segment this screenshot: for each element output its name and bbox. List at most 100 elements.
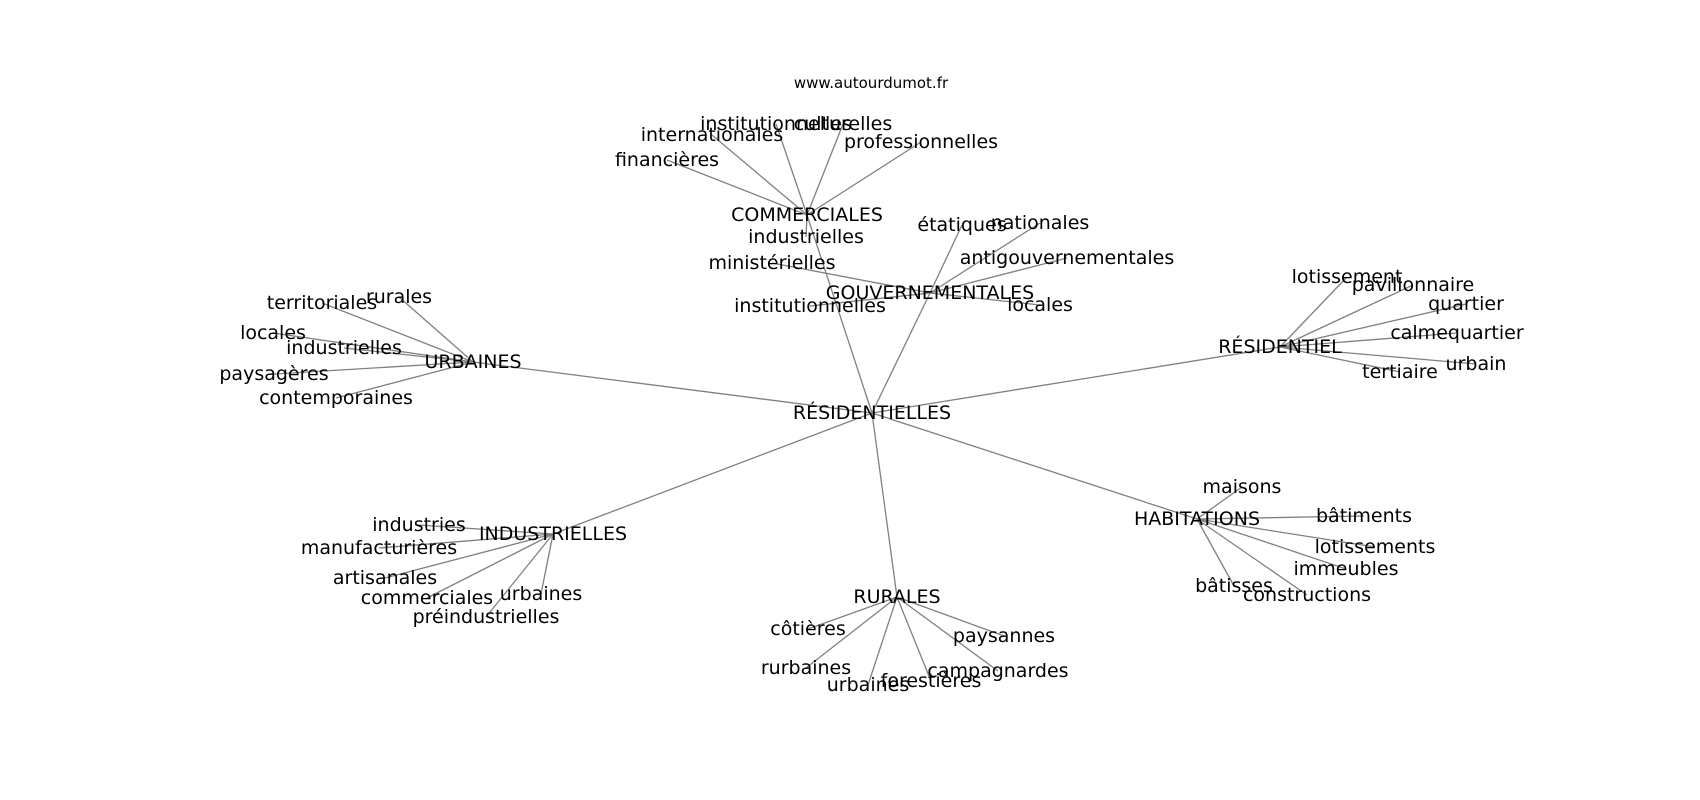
edge-gouvernementales-leaf (929, 257, 1068, 294)
edge-center-habitations (871, 412, 1198, 520)
leaf-node: nationales (991, 212, 1090, 234)
edge-center-industrielles (552, 412, 873, 535)
edge-industrielles-leaf (384, 533, 554, 579)
edge-residentiel-leaf (1279, 284, 1414, 348)
leaf-node: commerciales (361, 587, 493, 609)
leaf-node: industrielles (748, 226, 864, 248)
leaf-node: rurales (366, 286, 432, 308)
edge-commerciales-leaf (711, 134, 808, 216)
edge-center-rurales (871, 412, 898, 598)
leaf-node: antigouvernementales (960, 247, 1174, 269)
edge-habitations-leaf (1196, 518, 1347, 570)
edge-commerciales-leaf (806, 123, 844, 216)
leaf-node: institutionnelles (700, 113, 852, 135)
edge-urbaines-leaf (272, 332, 474, 363)
edge-residentiel-leaf (1279, 346, 1477, 365)
hub-node-industrielles: INDUSTRIELLES (479, 523, 627, 545)
leaf-node: institutionnelles (734, 295, 886, 317)
edge-commerciales-leaf (775, 123, 808, 216)
edge-habitations-leaf (1196, 518, 1376, 548)
leaf-node: lotissement (1292, 266, 1403, 288)
edge-center-residentiel (871, 346, 1281, 414)
edge-residentiel-leaf (1279, 276, 1348, 348)
leaf-node: industrielles (286, 337, 402, 359)
leaf-node: paysannes (953, 625, 1055, 647)
edge-center-gouvernementales (871, 292, 931, 414)
edge-rurales-leaf (896, 596, 932, 682)
center-node: RÉSIDENTIELLES (793, 401, 951, 424)
leaf-node: côtières (770, 618, 845, 640)
edge-residentiel-leaf (1279, 332, 1458, 348)
edge-gouvernementales-leaf (929, 292, 1041, 306)
edge-gouvernementales-leaf (929, 222, 1041, 294)
leaf-node: ministérielles (708, 252, 835, 274)
edge-industrielles-leaf (485, 533, 554, 618)
leaf-node: urbaines (500, 583, 582, 605)
edge-gouvernementales-leaf (809, 292, 931, 307)
edge-rurales-leaf (896, 596, 999, 672)
leaf-node: rurbaines (761, 657, 851, 679)
leaf-node: étatiques (917, 214, 1006, 236)
hub-node-habitations: HABITATIONS (1134, 508, 1260, 530)
leaf-node: constructions (1243, 584, 1371, 606)
edge-industrielles-leaf (426, 533, 554, 599)
leaf-node: professionnelles (844, 131, 998, 153)
edge-urbaines-leaf (273, 361, 474, 375)
hub-node-urbaines: URBAINES (424, 351, 521, 373)
edge-layer (272, 123, 1477, 686)
edge-habitations-leaf (1196, 515, 1365, 520)
edge-industrielles-leaf (378, 533, 554, 549)
hub-node-rurales: RURALES (853, 586, 940, 608)
leaf-node: préindustrielles (413, 606, 560, 628)
leaf-node: lotissements (1315, 536, 1436, 558)
edge-gouvernementales-leaf (771, 262, 931, 294)
leaf-node: quartier (1428, 293, 1504, 315)
leaf-node: tertiaire (1362, 361, 1438, 383)
leaf-node: urbain (1446, 353, 1507, 375)
edge-rurales-leaf (867, 596, 898, 686)
leaf-node: territoriales (267, 292, 377, 314)
edge-residentiel-leaf (1279, 303, 1467, 348)
edge-urbaines-leaf (398, 296, 474, 363)
leaf-node: internationales (641, 124, 784, 146)
edge-commerciales-leaf (805, 214, 808, 238)
source-url: www.autourdumot.fr (794, 74, 949, 92)
leaf-node: culturelles (794, 113, 893, 135)
leaf-node: industries (372, 514, 465, 536)
edge-rurales-leaf (805, 596, 898, 669)
leaf-node: forestières (881, 670, 982, 692)
leaf-node: locales (1007, 294, 1073, 316)
edge-industrielles-leaf (418, 524, 554, 535)
edge-urbaines-leaf (335, 361, 474, 399)
leaf-node: locales (240, 322, 306, 344)
edge-urbaines-leaf (321, 302, 474, 363)
edge-habitations-leaf (1196, 518, 1308, 596)
edge-commerciales-leaf (666, 159, 808, 216)
leaf-node: pavillonnaire (1352, 274, 1475, 296)
leaf-node: artisanales (333, 567, 437, 589)
edge-center-commerciales (806, 214, 873, 414)
leaf-node: financières (615, 149, 719, 171)
edge-urbaines-leaf (343, 347, 474, 363)
leaf-node: bâtisses (1195, 575, 1273, 597)
leaf-node: immeubles (1294, 558, 1399, 580)
leaf-node: campagnardes (927, 660, 1068, 682)
hub-node-gouvernementales: GOUVERNEMENTALES (826, 282, 1034, 304)
leaf-node: bâtiments (1316, 505, 1412, 527)
leaf-node: manufacturières (301, 537, 457, 559)
edge-industrielles-leaf (540, 533, 554, 595)
edge-center-urbaines (472, 361, 873, 414)
leaf-node: paysagères (219, 363, 328, 385)
edge-rurales-leaf (807, 596, 898, 630)
leaf-node: urbaines (827, 674, 909, 696)
edge-gouvernementales-leaf (929, 224, 963, 294)
leaf-node: calmequartier (1390, 322, 1524, 344)
label-layer: financièresinternationalesinstitutionnel… (219, 113, 1523, 696)
hub-node-commerciales: COMMERCIALES (731, 204, 883, 226)
edge-residentiel-leaf (1279, 346, 1401, 373)
edge-habitations-leaf (1196, 518, 1235, 587)
leaf-node: contemporaines (259, 387, 413, 409)
hub-node-residentiel: RÉSIDENTIEL (1218, 335, 1342, 358)
edge-rurales-leaf (896, 596, 1005, 637)
